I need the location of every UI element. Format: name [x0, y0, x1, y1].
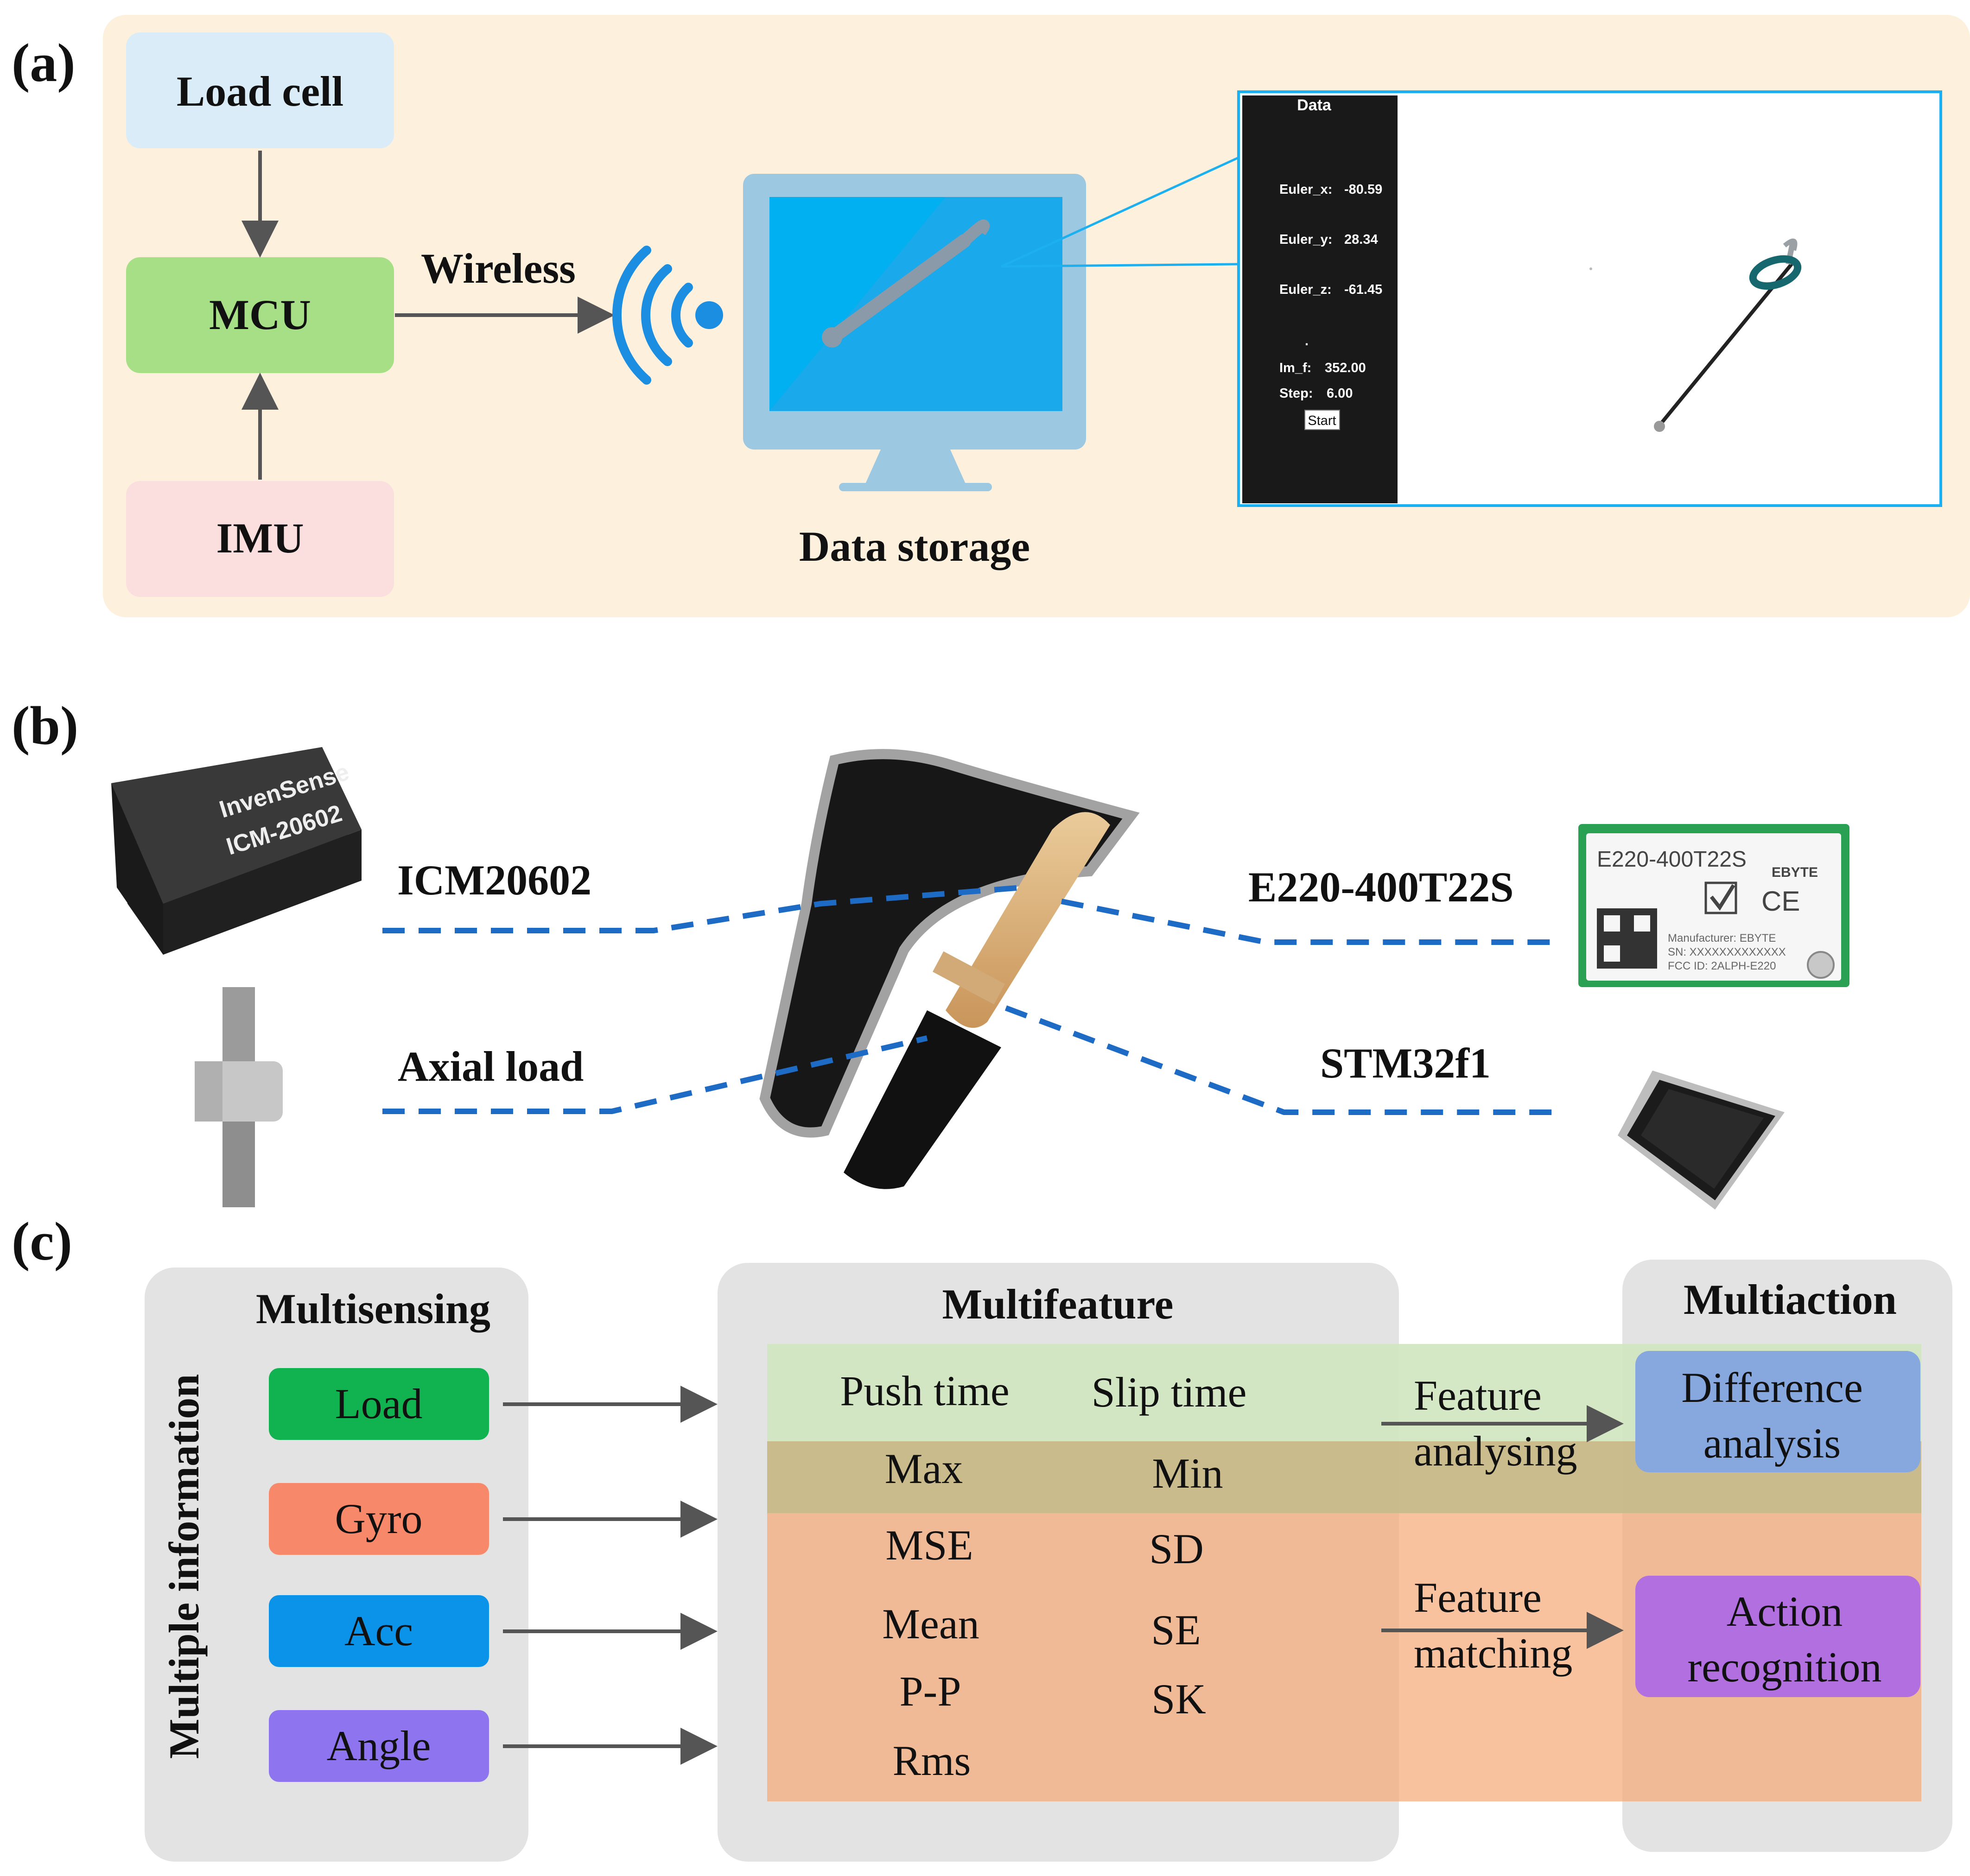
axial-load-label: Axial load: [398, 1043, 584, 1090]
panel-b-label: (b): [12, 695, 78, 756]
feature-matching-line-2: matching: [1414, 1629, 1572, 1677]
software-screen: Data Euler_x: -80.59 Euler_y: 28.34 Eule…: [1237, 90, 1942, 507]
sensor-acc-box: [269, 1595, 489, 1667]
feature-mse: MSE: [885, 1521, 973, 1569]
difference-analysis-line-1: Difference: [1681, 1364, 1863, 1411]
multiple-information-label: Multiple information: [160, 1374, 208, 1759]
euler-z-label: Euler_z:: [1279, 282, 1332, 297]
step-label: Step:: [1279, 386, 1313, 401]
multifeature-title: Multifeature: [942, 1280, 1173, 1328]
ski-pole-handle-image: [759, 749, 1140, 1189]
im-f-label: Im_f:: [1279, 361, 1311, 375]
feature-se: SE: [1151, 1606, 1201, 1654]
stm32-chip-image: [1618, 1071, 1785, 1210]
ce-mark-text: CE: [1761, 886, 1800, 917]
module-model-text: E220-400T22S: [1597, 847, 1747, 872]
feature-push-time: Push time: [840, 1367, 1009, 1414]
monitor-icon: [743, 174, 1086, 491]
wireless-label: Wireless: [421, 245, 576, 292]
sensor-load-label: Load: [335, 1380, 422, 1427]
feature-mean: Mean: [882, 1600, 979, 1648]
load-cell-sensor-image: [195, 987, 283, 1207]
im-f-value: 352.00: [1325, 361, 1366, 375]
module-brand-text: EBYTE: [1772, 865, 1818, 880]
panel-a-label: (a): [12, 32, 76, 93]
wifi-icon: [612, 246, 723, 385]
feature-analysing-line-2: analysing: [1414, 1427, 1577, 1475]
sensor-acc-label: Acc: [344, 1607, 413, 1654]
antenna-connector-icon: [1807, 951, 1835, 979]
feature-slip-time: Slip time: [1092, 1369, 1247, 1416]
sensor-load-box: [269, 1368, 489, 1440]
euler-y-value: 28.34: [1344, 232, 1378, 247]
step-value: 6.00: [1327, 386, 1353, 401]
feature-analysing-line-1: Feature: [1414, 1372, 1542, 1419]
module-manufacturer-text: Manufacturer: EBYTE: [1668, 932, 1776, 944]
data-storage-label: Data storage: [799, 523, 1030, 570]
imu-box: [126, 481, 394, 597]
icm20602-label: ICM20602: [397, 856, 591, 904]
feature-max: Max: [885, 1445, 963, 1492]
sensor-gyro-box: [269, 1483, 489, 1555]
start-button-label: Start: [1308, 413, 1336, 428]
stm32f1-label: STM32f1: [1320, 1039, 1491, 1087]
panel-c-label: (c): [12, 1211, 72, 1272]
screen-dot: .: [1305, 334, 1309, 349]
difference-analysis-box: [1635, 1351, 1920, 1472]
feature-sd: SD: [1149, 1525, 1204, 1572]
mcu-label: MCU: [209, 291, 311, 338]
sensor-angle-label: Angle: [327, 1722, 431, 1769]
module-fcc-text: FCC ID: 2ALPH-E220: [1668, 960, 1776, 972]
module-sn-text: SN: XXXXXXXXXXXXX: [1668, 946, 1786, 958]
feature-pp: P-P: [900, 1667, 961, 1715]
euler-x-value: -80.59: [1344, 182, 1382, 197]
imu-chip-image: InvenSense ICM-20602: [111, 747, 362, 955]
ski-pole-icon: [822, 219, 990, 348]
load-cell-label: Load cell: [177, 68, 343, 115]
euler-y-label: Euler_y:: [1279, 232, 1332, 247]
sensor-angle-box: [269, 1710, 489, 1782]
data-sidebar: [1242, 95, 1398, 503]
euler-x-label: Euler_x:: [1279, 182, 1332, 197]
action-recognition-line-1: Action: [1727, 1588, 1843, 1635]
e220-module-image: E220-400T22S EBYTE CE Manufacturer: EBYT…: [1578, 824, 1849, 987]
ski-pole-3d-render: [1589, 238, 1802, 432]
e220-label: E220-400T22S: [1248, 863, 1514, 911]
dashed-connector-lines: [382, 885, 1557, 1115]
data-header: Data: [1297, 96, 1332, 114]
euler-z-value: -61.45: [1344, 282, 1382, 297]
start-button[interactable]: [1304, 410, 1340, 430]
action-recognition-line-2: recognition: [1688, 1643, 1882, 1691]
feature-rms: Rms: [893, 1737, 971, 1784]
action-recognition-box: [1635, 1576, 1920, 1697]
sensor-gyro-label: Gyro: [335, 1495, 422, 1542]
multisensing-title: Multisensing: [256, 1285, 490, 1332]
multiaction-title: Multiaction: [1684, 1276, 1897, 1323]
imu-label: IMU: [216, 514, 304, 562]
mcu-box: [126, 257, 394, 373]
feature-matching-line-1: Feature: [1414, 1574, 1542, 1621]
feature-sk: SK: [1151, 1675, 1206, 1723]
difference-analysis-line-2: analysis: [1703, 1420, 1841, 1467]
zoom-line-bottom: [1001, 263, 1239, 268]
zoom-line-top: [1000, 156, 1239, 268]
feature-min: Min: [1152, 1450, 1223, 1497]
load-cell-box: [126, 32, 394, 148]
